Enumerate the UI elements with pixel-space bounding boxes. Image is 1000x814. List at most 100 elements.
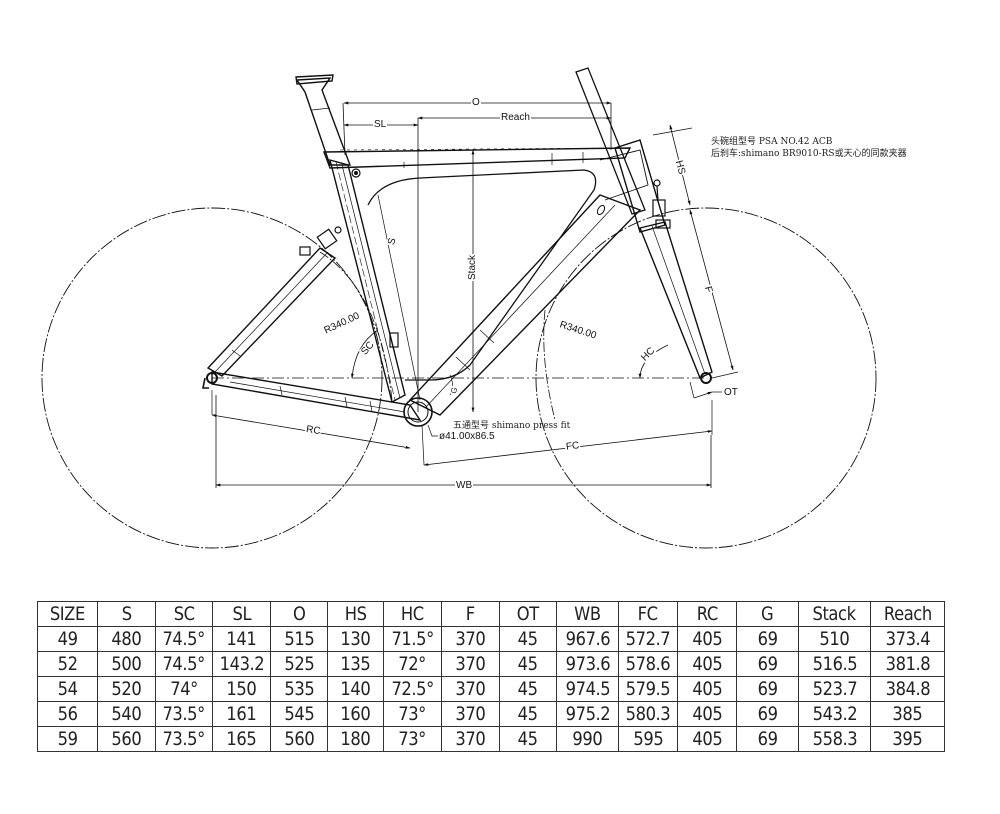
table-cell: 580.3 bbox=[618, 701, 678, 727]
table-cell: 59 bbox=[37, 726, 98, 752]
table-cell: 73.5° bbox=[155, 726, 213, 752]
table-cell: 545 bbox=[270, 701, 328, 727]
table-cell: 523.7 bbox=[798, 676, 871, 702]
table-header-row: SIZE S SC SL O HS HC F OT WB FC RC G Sta… bbox=[37, 601, 945, 627]
dim-label-stack: Stack bbox=[467, 253, 479, 282]
table-cell: 370 bbox=[441, 676, 500, 702]
table-cell: 370 bbox=[441, 626, 500, 652]
table-cell: 515 bbox=[270, 626, 328, 652]
header-o: O bbox=[270, 601, 328, 627]
table-cell: 500 bbox=[97, 651, 156, 677]
dim-label-o: O bbox=[471, 97, 481, 108]
table-cell: 54 bbox=[37, 676, 98, 702]
table-row: 56 540 73.5° 161 545 160 73° 370 45 975.… bbox=[37, 701, 945, 727]
header-size: SIZE bbox=[37, 601, 98, 627]
table-cell: 540 bbox=[97, 701, 156, 727]
table-cell: 143.2 bbox=[212, 651, 271, 677]
table-cell: 72° bbox=[383, 651, 442, 677]
table-cell: 525 bbox=[270, 651, 328, 677]
table-cell: 973.6 bbox=[556, 651, 619, 677]
table-cell: 405 bbox=[677, 676, 737, 702]
table-cell: 69 bbox=[736, 676, 799, 702]
table-cell: 165 bbox=[212, 726, 271, 752]
rear-brake-caliper bbox=[299, 226, 342, 256]
table-cell: 135 bbox=[327, 651, 384, 677]
header-sl: SL bbox=[212, 601, 271, 627]
dim-label-ot: OT bbox=[723, 387, 739, 398]
header-hc: HC bbox=[383, 601, 442, 627]
header-hs: HS bbox=[327, 601, 384, 627]
headset-note: 头碗组型号 PSA NO.42 ACB bbox=[711, 137, 833, 147]
dim-label-sl: SL bbox=[373, 119, 388, 130]
table-cell: 405 bbox=[677, 626, 737, 652]
bottom-bracket-note: 五通型号 shimano press fit bbox=[453, 421, 571, 431]
table-cell: 384.8 bbox=[870, 676, 945, 702]
table-cell: 385 bbox=[870, 701, 945, 727]
table-cell: 73.5° bbox=[155, 701, 213, 727]
table-cell: 69 bbox=[736, 701, 799, 727]
dim-label-fc: FC bbox=[564, 440, 581, 453]
rear-brake-note: 后刹车:shimano BR9010-RS或天心的同款夹器 bbox=[711, 149, 907, 159]
table-cell: 45 bbox=[499, 626, 557, 652]
table-cell: 370 bbox=[441, 726, 500, 752]
table-cell: 579.5 bbox=[618, 676, 678, 702]
dim-label-wb: WB bbox=[455, 480, 474, 491]
table-cell: 130 bbox=[327, 626, 384, 652]
table-cell: 967.6 bbox=[556, 626, 619, 652]
table-cell: 510 bbox=[798, 626, 871, 652]
table-cell: 975.2 bbox=[556, 701, 619, 727]
table-cell: 45 bbox=[499, 726, 557, 752]
table-cell: 595 bbox=[618, 726, 678, 752]
table-cell: 560 bbox=[97, 726, 156, 752]
table-row: 54 520 74° 150 535 140 72.5° 370 45 974.… bbox=[37, 676, 945, 702]
table-cell: 69 bbox=[736, 626, 799, 652]
header-sc: SC bbox=[155, 601, 213, 627]
header-ot: OT bbox=[499, 601, 557, 627]
dim-label-reach: Reach bbox=[500, 112, 531, 123]
table-cell: 535 bbox=[270, 676, 328, 702]
table-cell: 74.5° bbox=[155, 626, 213, 652]
table-cell: 395 bbox=[870, 726, 945, 752]
table-cell: 974.5 bbox=[556, 676, 619, 702]
table-cell: 373.4 bbox=[870, 626, 945, 652]
table-cell: 45 bbox=[499, 651, 557, 677]
table-cell: 73° bbox=[383, 701, 442, 727]
table-cell: 49 bbox=[37, 626, 98, 652]
table-cell: 180 bbox=[327, 726, 384, 752]
table-cell: 405 bbox=[677, 651, 737, 677]
header-g: G bbox=[736, 601, 799, 627]
front-brake-caliper bbox=[652, 179, 671, 229]
table-cell: 370 bbox=[441, 651, 500, 677]
table-cell: 56 bbox=[37, 701, 98, 727]
table-cell: 558.3 bbox=[798, 726, 871, 752]
header-fc: FC bbox=[618, 601, 678, 627]
header-f: F bbox=[441, 601, 500, 627]
table-cell: 990 bbox=[556, 726, 619, 752]
table-row: 59 560 73.5° 165 560 180 73° 370 45 990 … bbox=[37, 726, 945, 752]
table-cell: 381.8 bbox=[870, 651, 945, 677]
table-cell: 74° bbox=[155, 676, 213, 702]
table-cell: 45 bbox=[499, 701, 557, 727]
table-cell: 73° bbox=[383, 726, 442, 752]
table-cell: 161 bbox=[212, 701, 271, 727]
table-cell: 69 bbox=[736, 651, 799, 677]
header-reach: Reach bbox=[870, 601, 945, 627]
table-cell: 72.5° bbox=[383, 676, 442, 702]
table-cell: 69 bbox=[736, 726, 799, 752]
table-cell: 560 bbox=[270, 726, 328, 752]
table-cell: 370 bbox=[441, 701, 500, 727]
table-cell: 45 bbox=[499, 676, 557, 702]
table-cell: 52 bbox=[37, 651, 98, 677]
table-cell: 543.2 bbox=[798, 701, 871, 727]
table-cell: 74.5° bbox=[155, 651, 213, 677]
header-wb: WB bbox=[556, 601, 619, 627]
header-stack: Stack bbox=[798, 601, 871, 627]
dim-label-rc: RC bbox=[304, 423, 323, 438]
header-rc: RC bbox=[677, 601, 737, 627]
table-cell: 150 bbox=[212, 676, 271, 702]
frame-geometry-drawing: O SL Reach Stack S SC HS HC F OT RC FC W… bbox=[41, 67, 907, 549]
bike-frame-schematic bbox=[41, 67, 877, 549]
bb-dimension-label: ø41.00x86.5 bbox=[438, 431, 496, 442]
table-cell: 140 bbox=[327, 676, 384, 702]
table-cell: 405 bbox=[677, 701, 737, 727]
